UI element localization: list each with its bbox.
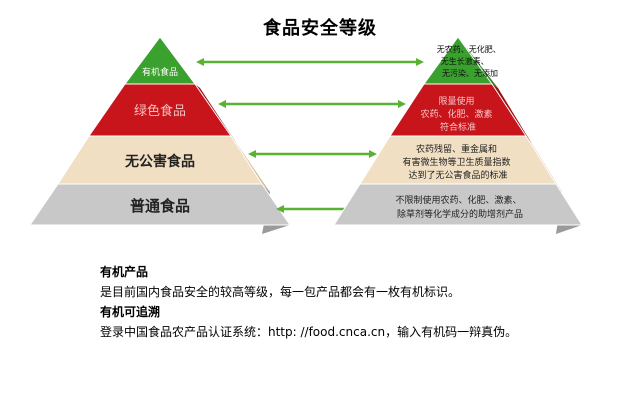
left-tier-pollution-free-label: 无公害食品 <box>124 153 195 170</box>
organic-heading: 有机产品 <box>100 265 149 279</box>
left-pyramid: 有机食品 绿色食品 无公害食品 普通食品 <box>29 36 291 234</box>
pollution-free-criteria: 农药残留、重金属和 有害微生物等卫生质量指数 达到了无公害食品的标准 <box>403 143 514 181</box>
pollution-free-criteria-line-1: 农药残留、重金属和 <box>416 143 497 155</box>
organic-text: 是目前国内食品安全的较高等级，每一包产品都会有一枚有机标识。 <box>100 285 461 299</box>
ordinary-criteria: 不限制使用农药、化肥、激素、 除草剂等化学成分的助增剂产品 <box>396 194 525 220</box>
ordinary-criteria-line-2: 除草剂等化学成分的助增剂产品 <box>397 208 523 220</box>
left-tier-green-label: 绿色食品 <box>134 103 186 119</box>
green-criteria-line-1: 限量使用 <box>439 95 475 107</box>
green-criteria: 限量使用 农药、化肥、激素 符合标准 <box>421 95 496 133</box>
pyramid-diagram: 有机食品 绿色食品 无公害食品 普通食品 无农药、无化肥、 无生长激 <box>29 36 583 234</box>
level-arrows <box>196 58 424 213</box>
trace-heading: 有机可追溯 <box>100 305 161 319</box>
trace-text: 登录中国食品农产品认证系统：http: //food.cnca.cn，输入有机码… <box>100 325 518 339</box>
right-pyramid: 无农药、无化肥、 无生长激素、 无污染、无添加 限量使用 农药、化肥、激素 符合… <box>333 36 583 234</box>
right-pyramid-side-organic <box>458 37 498 88</box>
organic-criteria-line-2: 无生长激素、 <box>441 56 489 66</box>
green-criteria-line-3: 符合标准 <box>440 121 476 133</box>
organic-criteria-line-1: 无农药、无化肥、 <box>437 44 501 54</box>
left-tier-ordinary <box>29 183 291 226</box>
left-pyramid-side-pollution-free <box>231 136 270 192</box>
organic-criteria-line-3: 无污染、无添加 <box>442 68 498 78</box>
ordinary-criteria-line-1: 不限制使用农药、化肥、激素、 <box>396 194 522 206</box>
green-criteria-line-2: 农药、化肥、激素 <box>421 108 493 120</box>
left-tier-ordinary-label: 普通食品 <box>130 197 190 215</box>
organic-criteria: 无农药、无化肥、 无生长激素、 无污染、无添加 <box>437 44 504 78</box>
left-tier-organic-label: 有机食品 <box>142 66 178 78</box>
description-block: 有机产品 是目前国内食品安全的较高等级，每一包产品都会有一枚有机标识。 有机可追… <box>100 262 620 342</box>
pollution-free-criteria-line-3: 达到了无公害食品的标准 <box>408 169 507 181</box>
right-tier-ordinary <box>333 183 583 226</box>
pollution-free-criteria-line-2: 有害微生物等卫生质量指数 <box>403 156 511 168</box>
diagram-title: 食品安全等级 <box>263 18 377 39</box>
